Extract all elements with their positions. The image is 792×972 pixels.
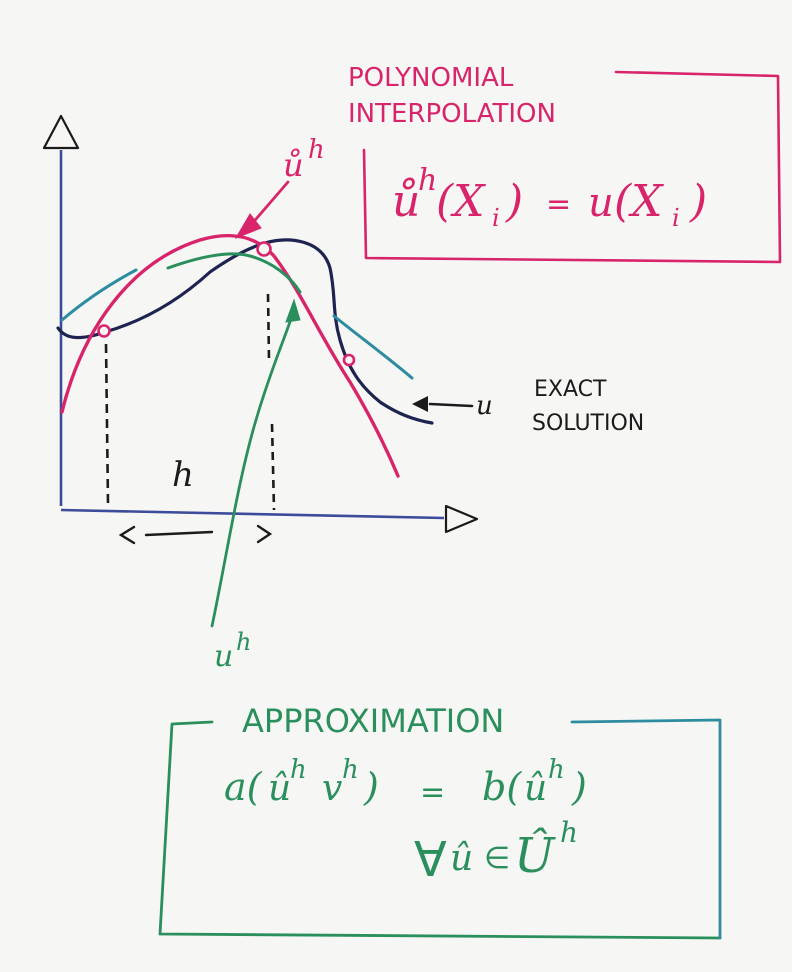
interpolant-arrowhead — [234, 213, 262, 240]
approx-eq-close: ) — [363, 765, 379, 809]
approximation-label-u: u — [214, 639, 233, 674]
interpolation-nodes — [97, 241, 356, 367]
interp-eq-equals: = — [546, 187, 571, 222]
mesh-arrow-line — [144, 530, 214, 537]
interp-eq-lhs-close: ) — [505, 176, 523, 227]
interp-eq-lhs-i: i — [492, 204, 500, 232]
exact-label-u: u — [476, 391, 493, 421]
approximation-title: APPROXIMATION — [242, 702, 504, 740]
x-axis-line — [60, 508, 445, 520]
approx-space-h: h — [560, 816, 578, 849]
interpolant-arrow-line — [248, 180, 290, 228]
approximation-weak-form: a( û h v h ) = b( û h ) ∀ û ∈ Û h — [224, 755, 587, 888]
approx-eq-h3: h — [548, 755, 565, 785]
exact-solution-curve — [56, 238, 434, 425]
y-axis-arrowhead — [42, 114, 80, 150]
approx-curve-middle — [166, 252, 302, 294]
dashed-line-right — [270, 423, 276, 511]
approx-eq-u2: û — [524, 768, 547, 809]
interpolant-label-h: h — [308, 135, 325, 165]
mesh-size-indicator: h — [118, 455, 273, 545]
axes — [42, 114, 479, 534]
interp-eq-h: h — [418, 163, 437, 198]
approximation-label-h: h — [236, 628, 251, 656]
approx-forall: ∀ — [414, 832, 447, 888]
approx-space-U: Û — [514, 826, 556, 884]
exact-arrow-line — [428, 402, 474, 408]
interpolation-box: POLYNOMIAL INTERPOLATION ů h (X i ) = u … — [348, 63, 782, 264]
mesh-size-label: h — [172, 455, 194, 495]
approx-eq-equals: = — [420, 775, 445, 810]
approximation-arrow-line — [210, 314, 294, 628]
interpolant-pointer: ů h — [234, 135, 325, 240]
interpolation-title-line1: POLYNOMIAL — [348, 63, 514, 93]
interp-eq-rhs-u: u — [588, 180, 614, 226]
node-2 — [256, 241, 272, 257]
exact-arrowhead — [412, 396, 428, 412]
interp-eq-rhs-close: ) — [689, 176, 707, 227]
mesh-arrow-left-head — [118, 525, 136, 545]
interp-eq-u: ů — [392, 176, 420, 227]
approx-in: ∈ — [484, 841, 510, 876]
interp-eq-rhs-i: i — [672, 204, 680, 232]
interpolation-title-line2: INTERPOLATION — [348, 99, 556, 129]
interpolant-curve — [60, 233, 400, 478]
approximation-box: APPROXIMATION a( û h v h ) = b( û h ) ∀ … — [158, 702, 722, 940]
approx-eq-h: h — [290, 755, 307, 785]
x-axis-arrowhead — [444, 504, 479, 534]
node-3 — [342, 353, 356, 367]
exact-solution-line2: SOLUTION — [532, 411, 644, 436]
approx-forall-u: û — [450, 838, 473, 879]
node-projection-lines — [104, 293, 276, 511]
approximation-arrowhead — [285, 298, 301, 323]
approx-eq-u: û — [268, 768, 291, 809]
node-1 — [97, 324, 111, 338]
dashed-line-middle — [266, 293, 271, 361]
approx-eq-a: a( — [224, 765, 263, 809]
interpolation-condition: ů h (X i ) = u (X i ) — [392, 163, 707, 232]
interpolant-label-u: ů — [283, 146, 304, 184]
approx-eq-b: b( — [482, 765, 522, 809]
exact-solution-line1: EXACT — [534, 377, 607, 402]
approx-eq-close2: ) — [571, 765, 587, 809]
approximation-frame-top-left — [158, 720, 722, 940]
interpolation-frame — [362, 70, 782, 264]
approx-eq-h2: h — [342, 755, 359, 785]
approx-eq-v: v — [322, 768, 342, 809]
approximation-frame-right — [570, 718, 722, 940]
approx-curve-left — [60, 268, 138, 322]
interp-eq-rhs-arg: (X — [614, 176, 664, 227]
approx-curve-right — [332, 314, 414, 380]
approximation-pointer: u h — [210, 298, 301, 674]
dashed-line-left — [104, 343, 110, 505]
exact-solution-pointer: u EXACT SOLUTION — [412, 377, 644, 436]
mesh-arrow-right-head — [256, 524, 273, 544]
interp-eq-lhs-arg: (X — [436, 176, 486, 227]
